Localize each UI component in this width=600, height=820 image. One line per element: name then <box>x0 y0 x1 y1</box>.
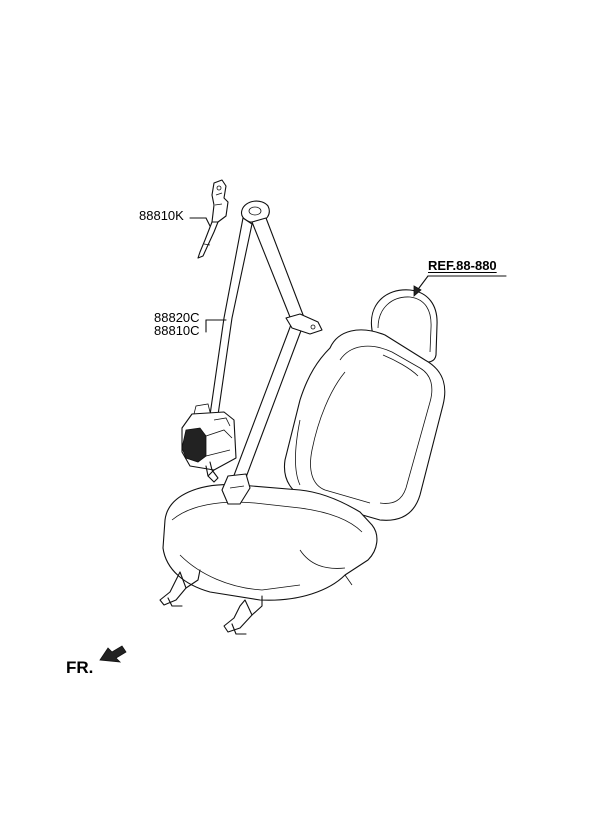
front-seat <box>159 289 446 635</box>
belt-tongue <box>221 473 251 505</box>
part-label-88810k: 88810K <box>139 208 184 223</box>
height-adjuster-88810k <box>197 179 229 259</box>
leader-lines <box>189 217 507 333</box>
seat-belt-assembly <box>181 179 323 505</box>
belt-webbing-vertical <box>209 217 253 416</box>
part-label-88820c: 88820C <box>154 310 200 325</box>
front-direction-arrow <box>99 645 127 663</box>
front-direction-label: FR. <box>66 658 94 677</box>
seat-rail-front <box>159 571 187 606</box>
seat-rail-rear <box>223 599 253 633</box>
part-label-88810c: 88810C <box>154 323 200 338</box>
retractor-88810c <box>181 403 237 483</box>
seat-back <box>283 329 446 521</box>
reference-label: REF.88-880 <box>428 258 497 273</box>
